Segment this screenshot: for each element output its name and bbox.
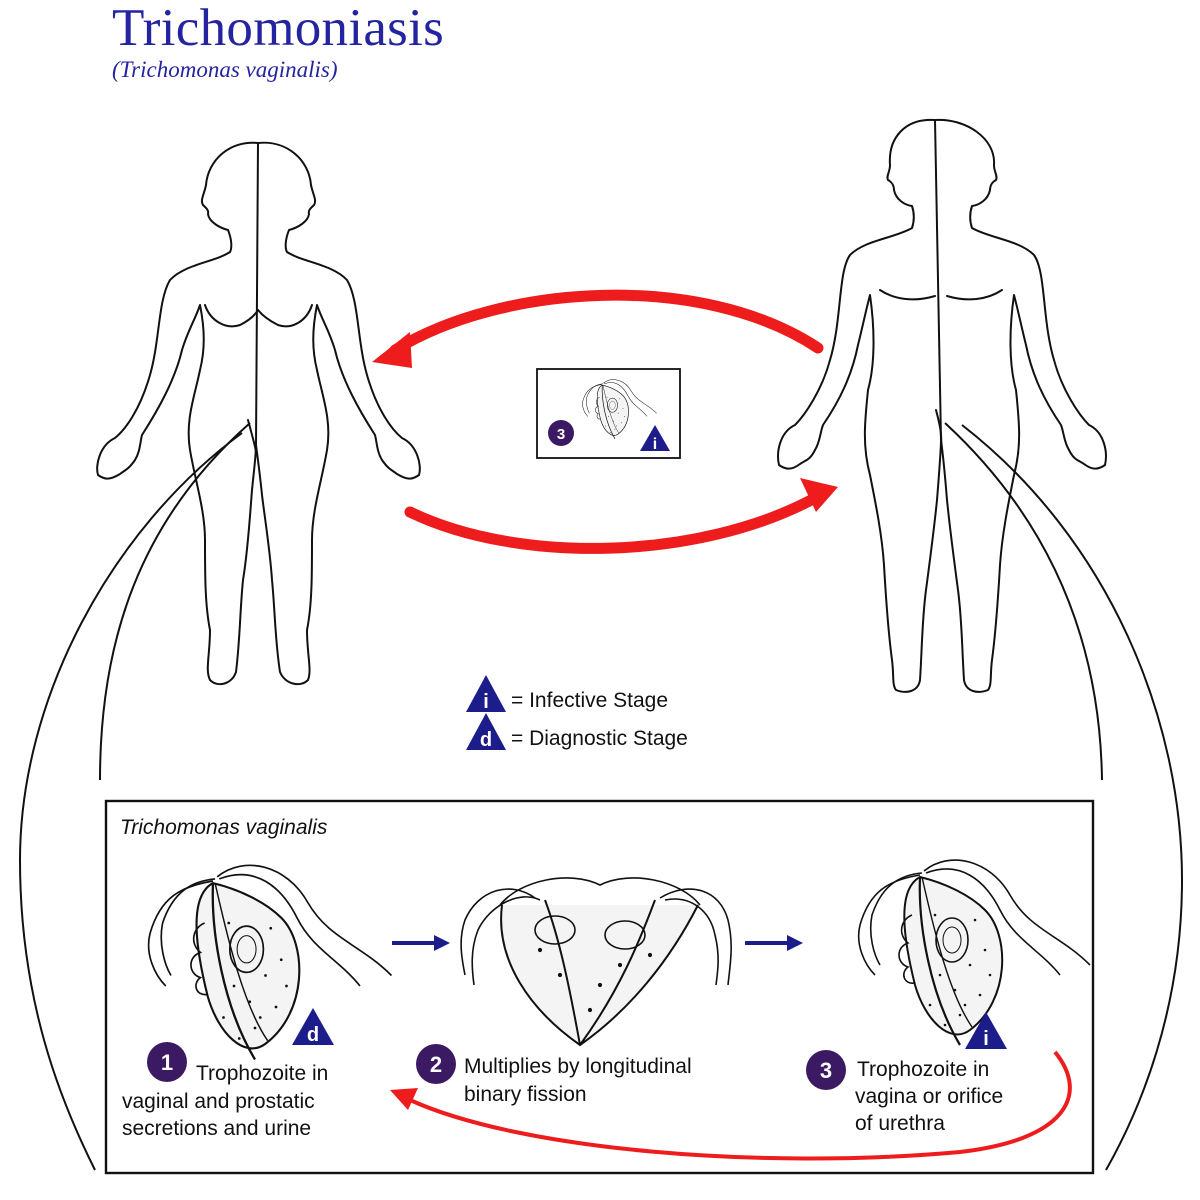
legend: i = Infective Stage d = Diagnostic Stage: [466, 675, 688, 751]
page-title: Trichomoniasis: [112, 0, 445, 57]
stage-2-line-2: binary fission: [464, 1083, 587, 1106]
dividing-trophozoite-icon: [460, 877, 732, 1047]
infective-triangle-icon: [965, 1012, 1007, 1049]
arrowhead-left: [372, 332, 412, 368]
stage-3-marker: [806, 1050, 846, 1090]
lifecycle-box-title: Trichomonas vaginalis: [120, 816, 328, 839]
stage-3-line-1: Trophozoite in: [857, 1058, 989, 1081]
page-subtitle: (Trichomonas vaginalis): [112, 57, 338, 82]
connector-curves: [18, 422, 1184, 1171]
stage-1-marker: [147, 1042, 187, 1082]
progress-arrow-2: [745, 935, 803, 951]
legend-infective-text: = Infective Stage: [511, 689, 668, 712]
progress-arrow-1: [392, 935, 450, 951]
transmission-arrow-male-to-female: [389, 289, 824, 356]
transmission-arrow-female-to-male: [404, 492, 821, 554]
diagnostic-triangle-icon: [466, 713, 506, 750]
female-figure-icon: [96, 141, 421, 686]
stage-1-line-1: Trophozoite in: [196, 1062, 328, 1085]
stage-3-line-2: vagina or orifice: [855, 1085, 1003, 1108]
stage-2-marker: [416, 1044, 456, 1084]
stage-1-number: 1: [161, 1050, 173, 1075]
center-inset: 3 i: [536, 368, 681, 459]
infective-symbol: i: [653, 436, 657, 453]
return-arrow: [409, 1050, 1072, 1161]
stage-2-number: 2: [430, 1052, 442, 1077]
diagnostic-triangle-icon: [292, 1008, 334, 1045]
lifecycle-box: Trichomonas vaginalis d: [104, 799, 1095, 1175]
male-figure-icon: [777, 118, 1107, 693]
infective-triangle-icon: [466, 675, 506, 712]
legend-diagnostic-text: = Diagnostic Stage: [511, 727, 688, 750]
legend-diagnostic-symbol: d: [480, 729, 492, 751]
stage-1-line-2: vaginal and prostatic: [122, 1090, 315, 1113]
stage-3-marker: [548, 420, 574, 446]
infective-triangle-icon: [640, 425, 670, 451]
stage-1-symbol: d: [307, 1024, 319, 1046]
stage-2-line-1: Multiplies by longitudinal: [464, 1055, 692, 1078]
legend-infective-symbol: i: [483, 691, 489, 713]
stage-3-number: 3: [820, 1058, 832, 1083]
stage-1-line-3: secretions and urine: [122, 1117, 311, 1140]
return-arrowhead: [390, 1088, 418, 1110]
stage-3-line-3: of urethra: [855, 1112, 945, 1135]
stage-3-marker-label: 3: [557, 426, 565, 443]
stage-3-symbol: i: [983, 1028, 989, 1050]
arrowhead-right: [800, 478, 838, 512]
